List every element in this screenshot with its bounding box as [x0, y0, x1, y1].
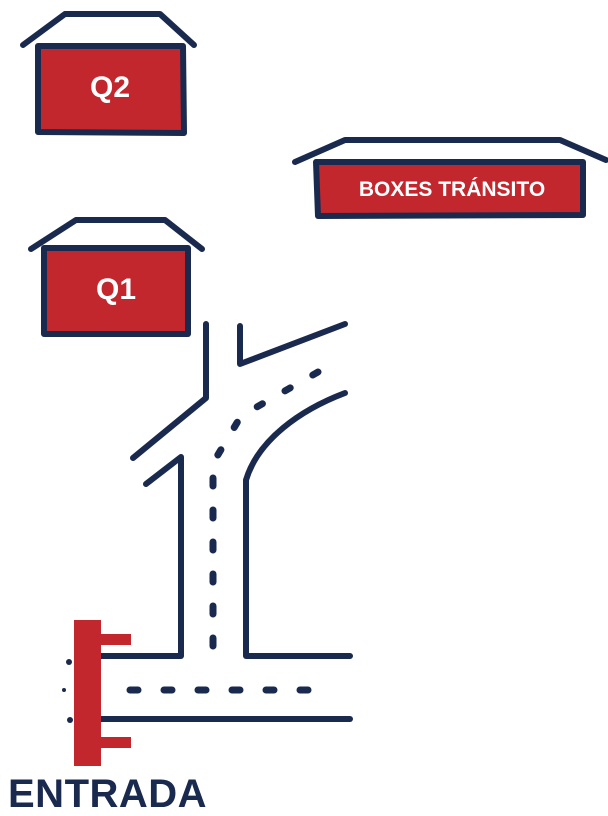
- building-q2-label: Q2: [90, 71, 130, 104]
- road-edge-east: [243, 390, 353, 659]
- road-edge-west: [97, 454, 184, 659]
- road-centerlines: [126, 368, 334, 694]
- gate-arm-bottom: [100, 737, 131, 748]
- road-edge-branch-left: [130, 321, 209, 461]
- building-boxes-roof: [292, 137, 608, 165]
- road-edge-branch-right: [237, 321, 348, 367]
- building-q1-body: [41, 245, 191, 337]
- building-boxes-body: [313, 159, 586, 219]
- building-q1[interactable]: Q1: [28, 217, 205, 337]
- gate-arm-top: [100, 634, 131, 645]
- building-q2-body: [35, 43, 187, 136]
- building-q2-roof: [20, 11, 197, 48]
- road-dots: [62, 659, 73, 723]
- gate-icon: [74, 620, 131, 766]
- entrance-label: ENTRADA: [8, 772, 208, 816]
- building-q1-label: Q1: [96, 273, 136, 306]
- building-boxes-label: BOXES TRÁNSITO: [359, 178, 545, 201]
- centerline-diagonal: [212, 368, 322, 462]
- building-q1-roof: [28, 217, 205, 252]
- building-boxes-transito[interactable]: BOXES TRÁNSITO: [292, 137, 608, 219]
- building-q2[interactable]: Q2: [20, 11, 197, 136]
- road-network: [97, 321, 353, 722]
- gate-post: [74, 620, 101, 766]
